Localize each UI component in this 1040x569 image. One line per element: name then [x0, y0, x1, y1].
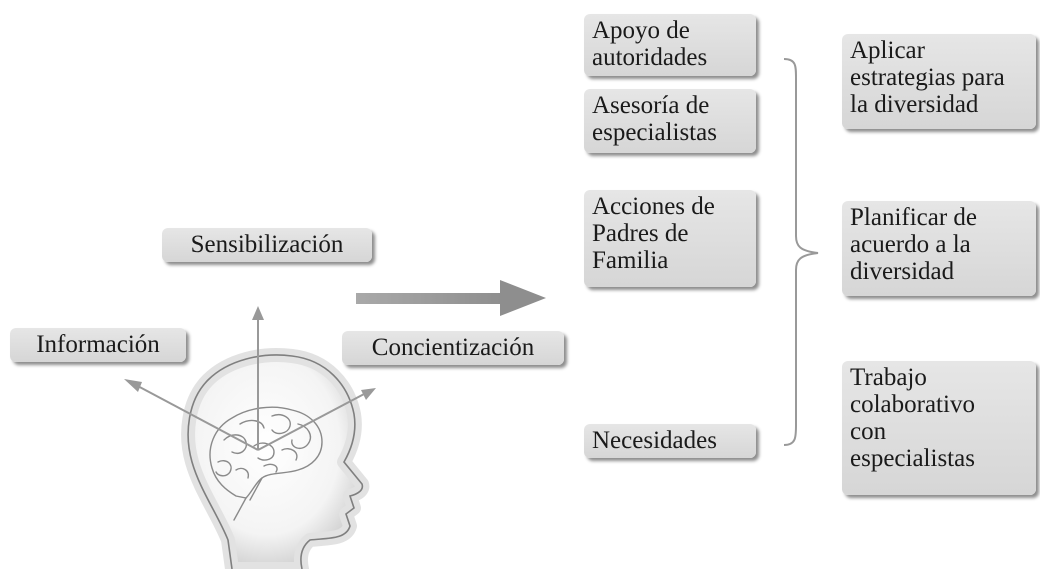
arrow-right-head [361, 388, 376, 400]
arrow-up-head [252, 306, 264, 320]
head-arrows [124, 306, 376, 451]
necesidades-box: Necesidades [584, 424, 756, 458]
trabajo-colaborativo-box: Trabajo colaborativo con especialistas [842, 361, 1036, 495]
concientizacion-box: Concientización [342, 331, 564, 365]
planificar-diversidad-box: Planificar de acuerdo a la diversidad [842, 201, 1036, 296]
asesoria-especialistas-box: Asesoría de especialistas [584, 89, 756, 153]
big-arrow-icon [356, 280, 546, 316]
arrow-right [257, 392, 367, 451]
acciones-padres-box: Acciones de Padres de Familia [584, 190, 756, 287]
brain-icon [209, 406, 323, 521]
arrow-left [133, 383, 259, 451]
informacion-box: Información [10, 328, 186, 362]
aplicar-estrategias-box: Aplicar estrategias para la diversidad [842, 34, 1036, 129]
sensibilizacion-box: Sensibilización [162, 228, 372, 262]
apoyo-autoridades-box: Apoyo de autoridades [584, 14, 756, 76]
arrow-left-head [124, 379, 142, 392]
curly-brace-icon [783, 58, 819, 446]
human-head-profile-icon [181, 348, 370, 569]
